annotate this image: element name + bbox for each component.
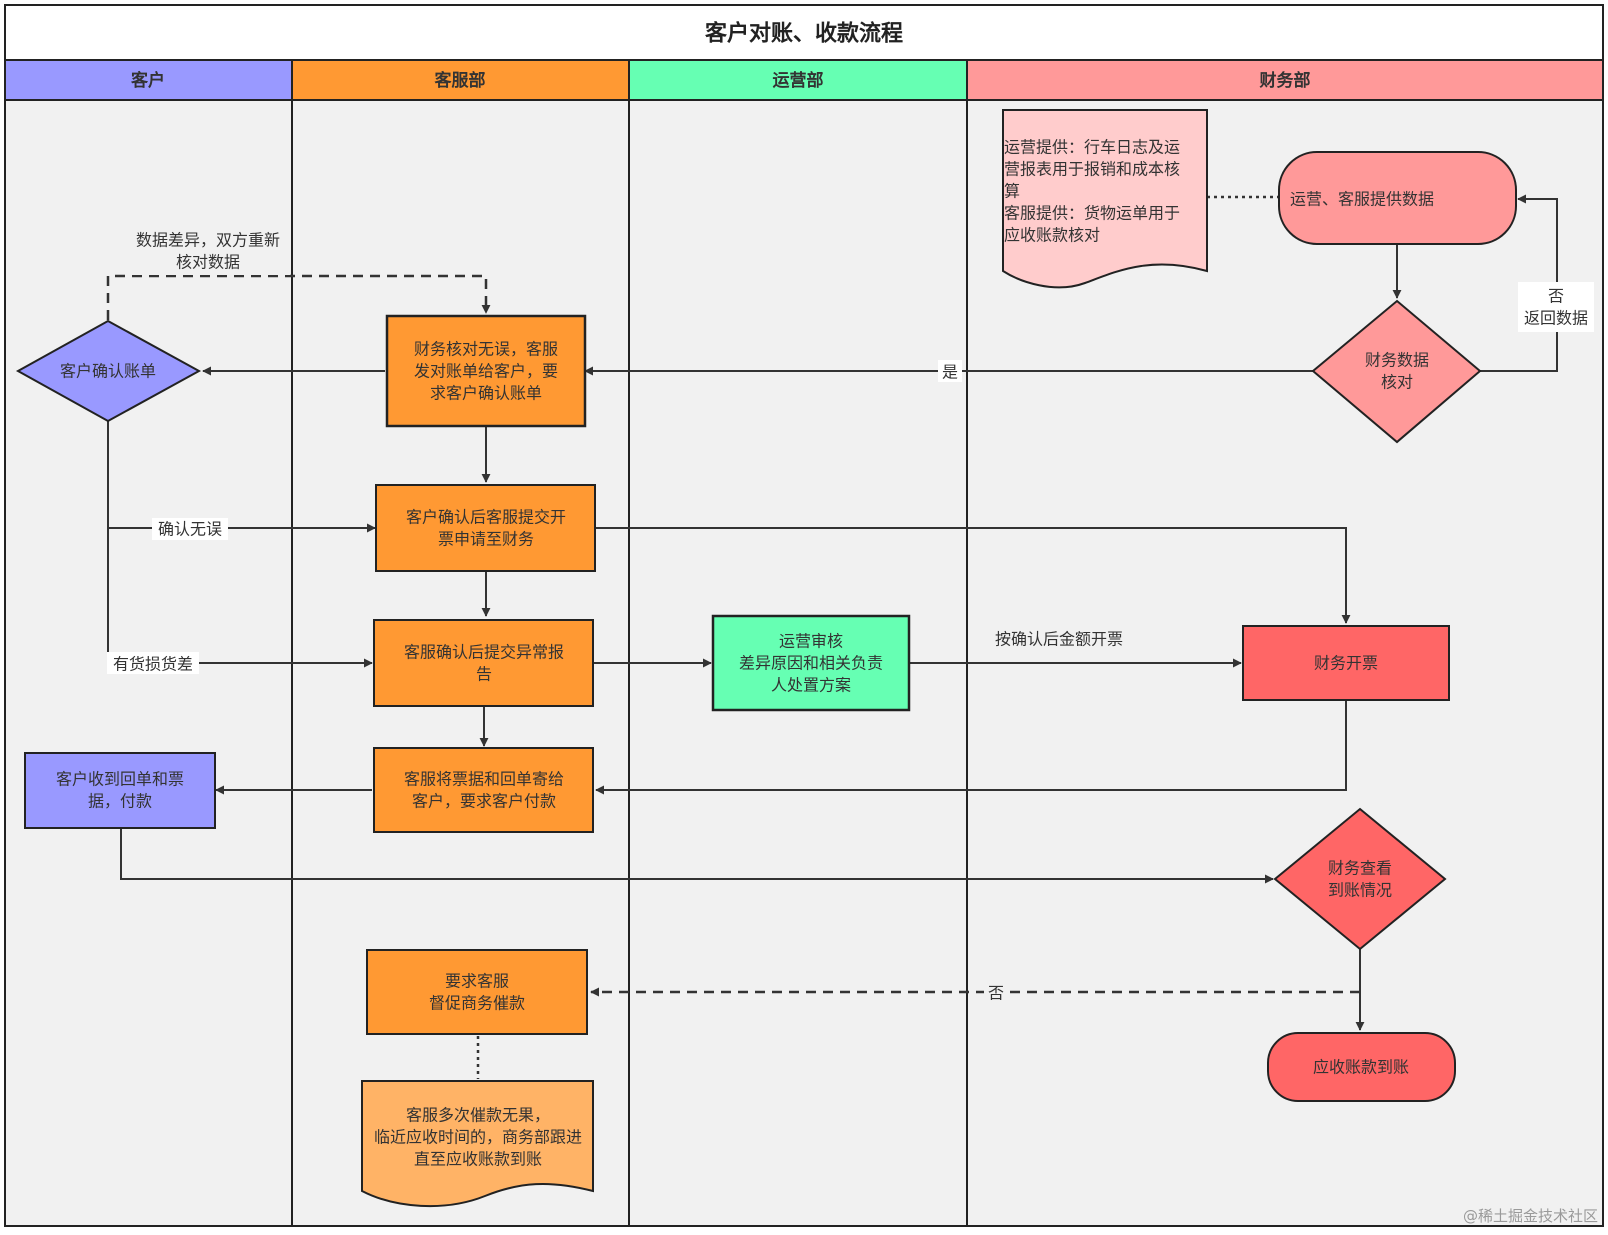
finance-check-payment-text: 财务查看到账情况	[1328, 859, 1392, 900]
lane-title-finance: 财务部	[1259, 70, 1311, 91]
label-bg	[938, 360, 962, 382]
customer-confirm-diamond	[15, 319, 202, 423]
finance-check-line: 核对	[1381, 373, 1413, 392]
service-note-line: 临近应收时间的，商务部跟进	[374, 1128, 582, 1147]
service-invoice-request-text: 客户确认后客服提交开票申请至财务	[406, 508, 566, 549]
finance-note-text: 运营提供：行车日志及运营报表用于报销和成本核算客服提供：货物运单用于应收账款核对	[1004, 138, 1180, 245]
edge-invoice-to-mail	[595, 700, 1347, 795]
label-bg	[125, 227, 290, 275]
finance-check-payment-line: 到账情况	[1328, 881, 1392, 900]
finance-check-diamond	[1311, 299, 1482, 444]
lane-title-service: 客服部	[434, 70, 486, 91]
edge-label-no-return-line: 返回数据	[1524, 309, 1588, 328]
finance-data-line: 运营、客服提供数据	[1290, 190, 1434, 209]
ops-review-line: 人处置方案	[771, 676, 851, 695]
service-mail-line: 客户，要求客户付款	[412, 792, 556, 811]
edge-label-yes: 是	[942, 363, 958, 382]
label-bg	[107, 652, 199, 674]
ops-review-line: 运营审核	[779, 632, 843, 651]
ops-review-line: 差异原因和相关负责	[739, 654, 883, 673]
finance-note-line: 营报表用于报销和成本核	[1004, 160, 1180, 179]
customer-confirm-text: 客户确认账单	[60, 362, 156, 381]
label-bg	[984, 981, 1008, 1003]
service-send-bill-line: 求客户确认账单	[430, 384, 542, 403]
watermark-text: @稀土掘金技术社区	[1463, 1207, 1598, 1225]
finance-received-line: 应收账款到账	[1313, 1058, 1409, 1077]
edge-label-no-return-line: 否	[1548, 287, 1564, 306]
service-note-line: 直至应收账款到账	[414, 1150, 542, 1169]
service-exception-node	[373, 619, 594, 707]
finance-check-payment-line: 财务查看	[1328, 859, 1392, 878]
edge-label-recheck-line: 核对数据	[176, 253, 240, 272]
lane-title-operations: 运营部	[773, 70, 824, 91]
edge-pay-to-check-payment	[120, 829, 1274, 884]
service-urge-line: 要求客服	[445, 972, 509, 991]
service-send-bill-line: 财务核对无误，客服	[414, 340, 558, 359]
finance-check-line: 财务数据	[1365, 351, 1429, 370]
service-mail-node	[373, 747, 594, 833]
finance-invoice-text: 财务开票	[1314, 654, 1378, 673]
finance-note-line: 应收账款核对	[1004, 226, 1100, 245]
finance-check-text: 财务数据核对	[1365, 351, 1429, 392]
finance-check-payment-diamond	[1273, 807, 1447, 951]
edge-recheck-dashed	[106, 274, 491, 320]
service-send-bill-line: 发对账单给客户，要	[414, 362, 558, 381]
label-bg	[1518, 282, 1594, 332]
customer-pay-line: 据，付款	[88, 792, 152, 811]
service-mail-text: 客服将票据和回单寄给客户，要求客户付款	[404, 770, 564, 811]
service-invoice-request-node	[375, 484, 596, 572]
finance-data-node	[1278, 151, 1517, 245]
finance-data-text: 运营、客服提供数据	[1290, 190, 1434, 209]
finance-note-line: 客服提供：货物运单用于	[1004, 204, 1180, 223]
service-note-line: 客服多次催款无果，	[406, 1106, 550, 1125]
service-note-text: 客服多次催款无果， 临近应收时间的，商务部跟进直至应收账款到账	[374, 1106, 582, 1169]
service-note-document	[361, 1080, 594, 1208]
finance-invoice-line: 财务开票	[1314, 654, 1378, 673]
service-urge-line: 督促商务催款	[429, 994, 525, 1013]
customer-pay-node	[24, 752, 216, 829]
lane-header-operations	[628, 59, 968, 101]
diagram-title: 客户对账、收款流程	[705, 21, 903, 47]
ops-review-node	[711, 614, 911, 712]
edge-label-no-return: 否返回数据	[1524, 287, 1588, 328]
customer-pay-line: 客户收到回单和票	[56, 770, 184, 789]
lane-title-customer: 客户	[130, 70, 165, 91]
customer-pay-text: 客户收到回单和票据，付款	[56, 770, 184, 811]
service-send-bill-text: 财务核对无误，客服发对账单给客户，要求客户确认账单	[414, 340, 558, 403]
edge-label-recheck-line: 数据差异，双方重新	[136, 231, 280, 250]
edge-request-to-invoice	[595, 527, 1351, 624]
finance-received-node	[1267, 1032, 1456, 1102]
finance-invoice-node	[1242, 625, 1450, 701]
lane-header-customer	[4, 59, 293, 101]
edge-label-recheck: 数据差异，双方重新核对数据	[136, 231, 280, 272]
edge-label-no: 否	[988, 984, 1004, 1003]
service-exception-text: 客服确认后提交异常报告	[404, 643, 564, 684]
service-exception-line: 客服确认后提交异常报	[404, 643, 564, 662]
service-exception-line: 告	[476, 665, 492, 684]
title-bar	[4, 4, 1604, 61]
finance-note-line: 运营提供：行车日志及运	[1004, 138, 1180, 157]
service-send-bill-node	[385, 314, 587, 428]
edge-label-damage: 有货损货差	[113, 655, 193, 674]
finance-received-text: 应收账款到账	[1313, 1058, 1409, 1077]
finance-note-document	[1002, 109, 1208, 289]
service-invoice-request-line: 票申请至财务	[438, 530, 534, 549]
service-urge-node	[366, 949, 588, 1035]
label-bg	[152, 518, 228, 540]
customer-confirm-line: 客户确认账单	[60, 362, 156, 381]
service-invoice-request-line: 客户确认后客服提交开	[406, 508, 566, 527]
edge-label-confirmed: 确认无误	[158, 520, 222, 539]
lane-header-finance	[966, 59, 1604, 101]
ops-review-text: 运营审核差异原因和相关负责人处置方案	[739, 632, 883, 695]
edge-label-invoice-by-amount: 按确认后金额开票	[995, 630, 1123, 649]
service-mail-line: 客服将票据和回单寄给	[404, 770, 564, 789]
service-urge-text: 要求客服督促商务催款	[429, 972, 525, 1013]
finance-note-line: 算	[1004, 182, 1020, 201]
